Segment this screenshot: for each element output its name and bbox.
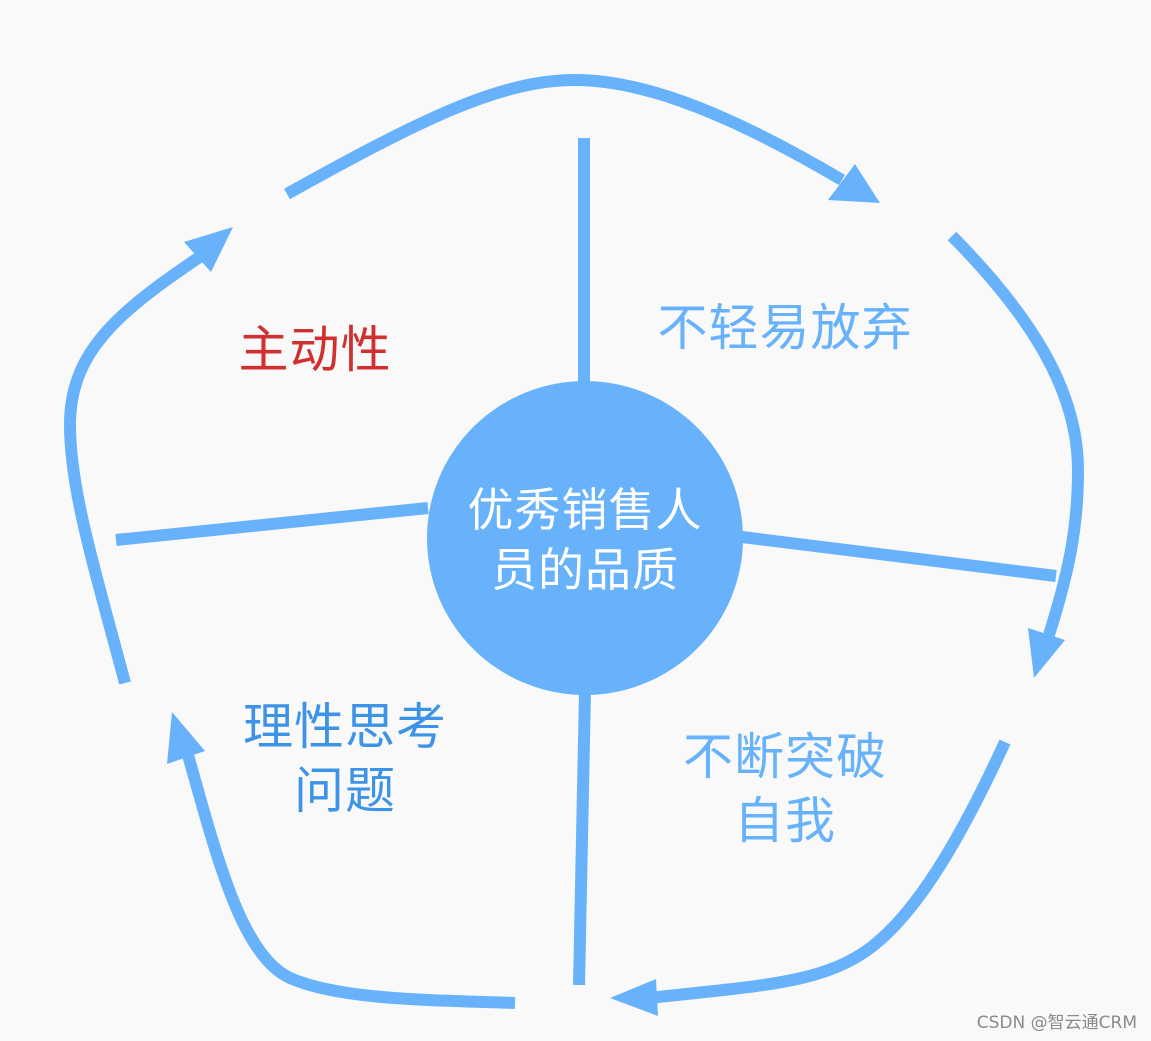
arrowhead-top xyxy=(828,164,880,203)
quadrant-label-rational-thinking: 理性思考 问题 xyxy=(225,695,465,823)
arrowhead-left xyxy=(184,227,233,272)
center-label: 优秀销售人 员的品质 xyxy=(430,480,740,600)
arrow-top xyxy=(284,73,846,200)
arrow-left xyxy=(63,245,214,685)
center-circle xyxy=(427,381,743,695)
arrowhead-bottom-right xyxy=(610,979,658,1016)
quadrant-label-persistence: 不轻易放弃 xyxy=(640,296,930,360)
quadrant-label-initiative: 主动性 xyxy=(220,318,410,382)
center-label-line-1: 优秀销售人 xyxy=(467,483,703,537)
watermark: CSDN @智云通CRM xyxy=(976,1013,1137,1033)
quadrant-label-rational-thinking-line-1: 理性思考 xyxy=(243,698,447,756)
arrow-right xyxy=(947,231,1085,640)
quadrant-label-persistence-line-1: 不轻易放弃 xyxy=(657,299,913,357)
arrow-bottom-right xyxy=(649,739,1011,1004)
arrowhead-right xyxy=(1028,628,1065,678)
quadrant-label-self-improvement-line-1: 不断突破 xyxy=(683,728,887,786)
quadrant-label-initiative-line-1: 主动性 xyxy=(238,321,392,379)
divider-bottom xyxy=(573,691,591,986)
quadrant-label-rational-thinking-line-2: 问题 xyxy=(294,762,396,820)
quadrant-label-self-improvement: 不断突破 自我 xyxy=(665,725,905,853)
arrow-bottom-left xyxy=(180,746,516,1009)
divider-left xyxy=(115,502,429,546)
quadrant-label-self-improvement-line-2: 自我 xyxy=(734,792,836,850)
arrowhead-bottom-left xyxy=(167,712,205,764)
center-label-line-2: 员的品质 xyxy=(491,543,679,597)
divider-right xyxy=(741,531,1057,582)
